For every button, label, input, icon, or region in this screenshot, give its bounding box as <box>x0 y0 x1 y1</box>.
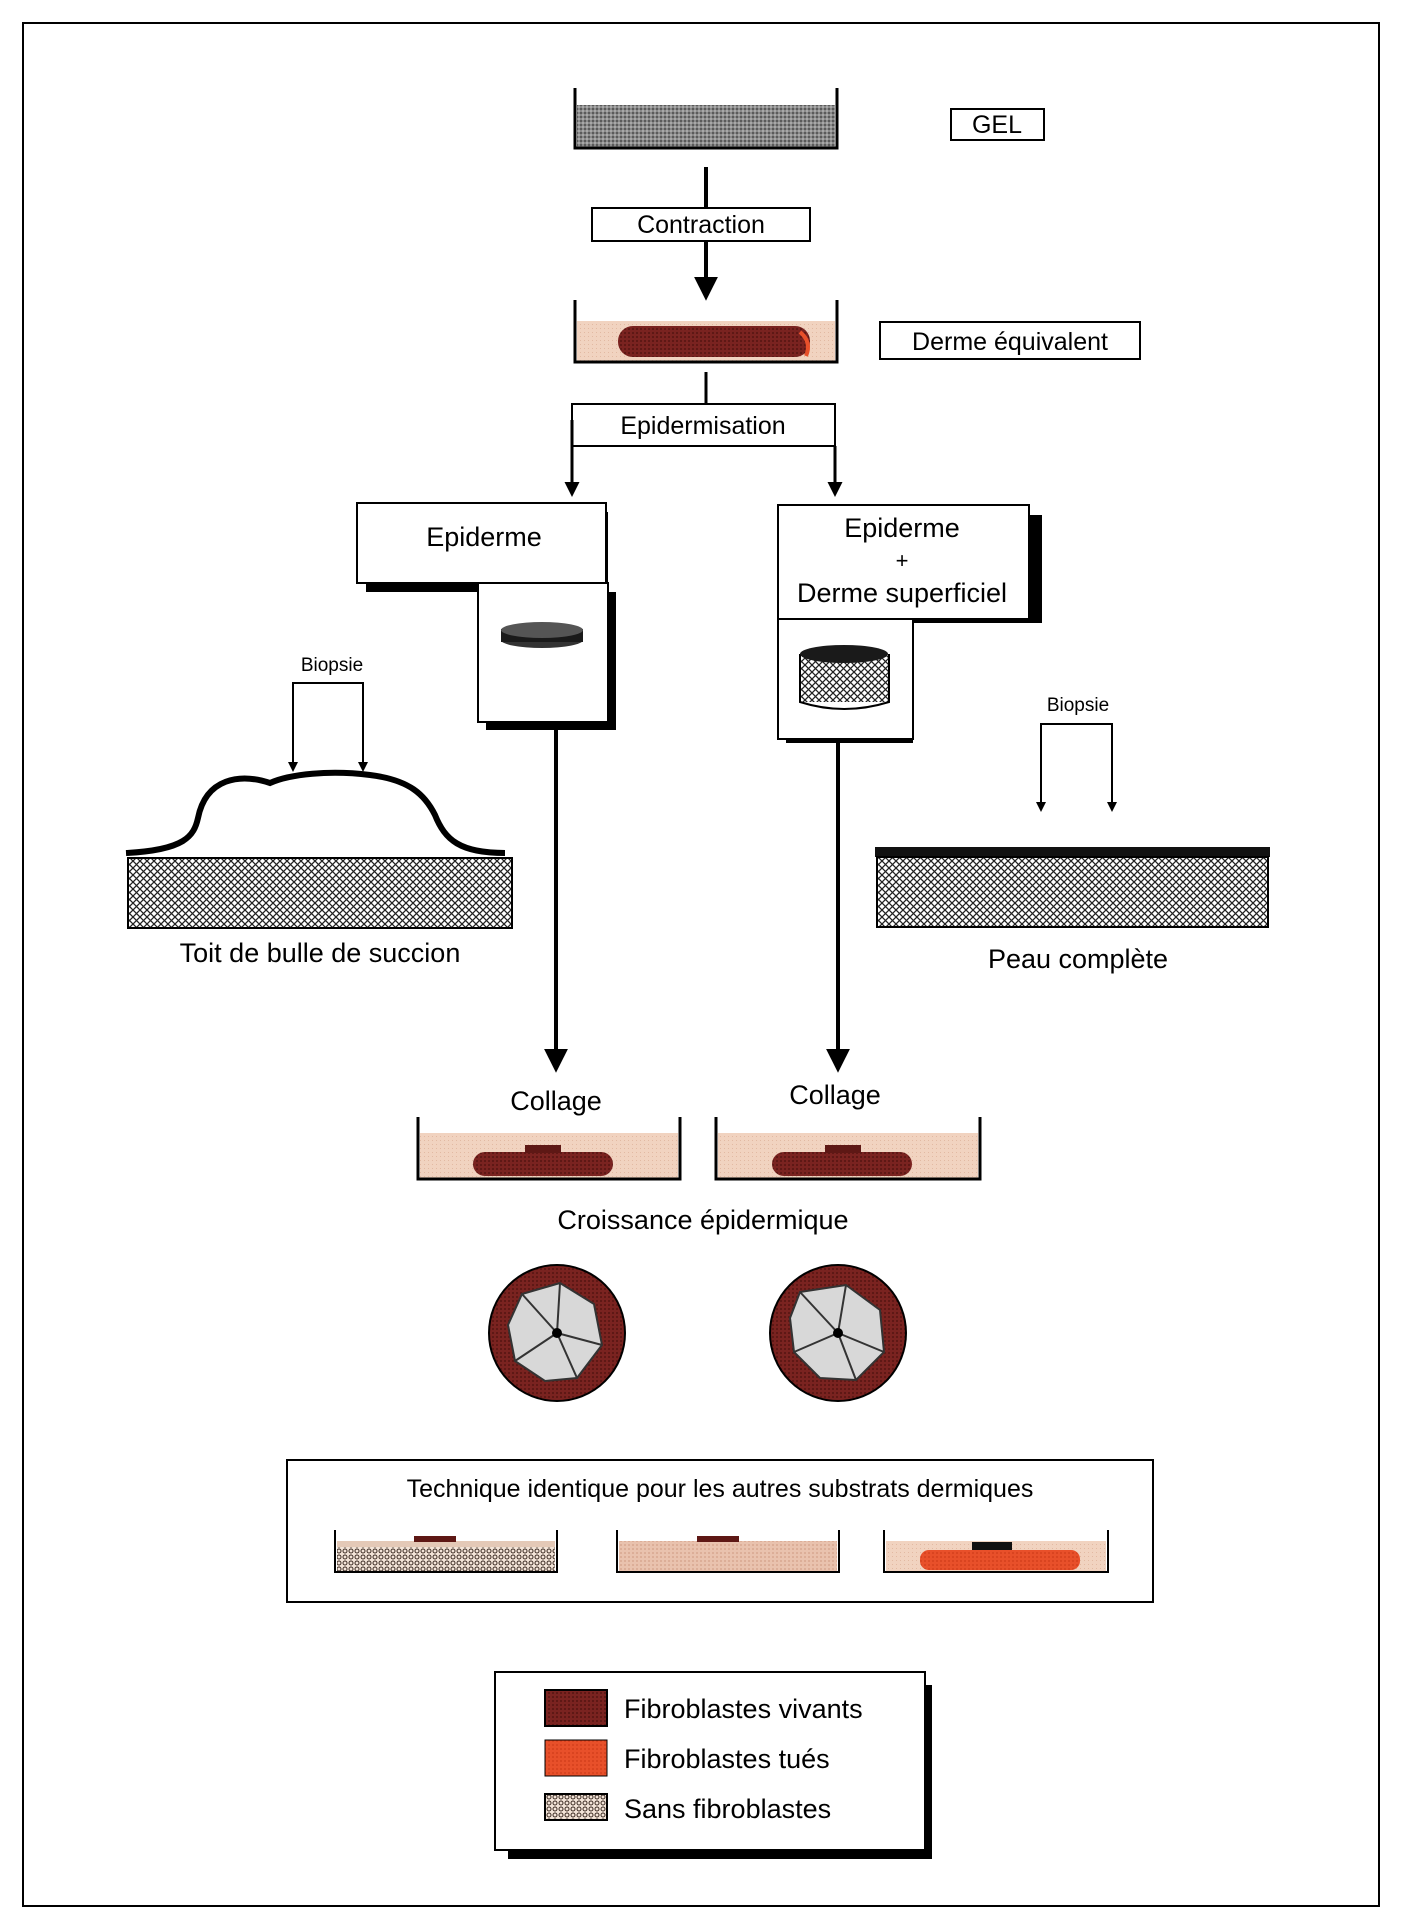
contraction-box <box>591 207 811 242</box>
epiderme-label: Epiderme <box>426 522 542 552</box>
biopsie-right-bracket <box>1040 723 1113 805</box>
legend-label-none: Sans fibroblastes <box>624 1794 831 1824</box>
technique-label: Technique identique pour les autres subs… <box>407 1475 1034 1503</box>
substrate-dish-none <box>334 1530 558 1573</box>
epiderme-derme-card <box>777 504 1042 743</box>
legend-swatch-live <box>544 1689 608 1727</box>
collage-right-label: Collage <box>789 1080 881 1110</box>
epiderme-plus-line2: Derme superficiel <box>797 578 1007 608</box>
derme-equivalent-label: Derme équivalent <box>912 328 1108 356</box>
derme-equivalent-box <box>879 321 1141 360</box>
croissance-label: Croissance épidermique <box>557 1205 848 1235</box>
collage-left-label: Collage <box>510 1086 602 1116</box>
epidermisation-box <box>571 403 836 447</box>
substrate-dish-medium <box>616 1530 840 1573</box>
epiderme-plus-line1: Epiderme <box>844 513 960 543</box>
suction-blister-dermis <box>127 857 513 929</box>
legend-label-killed: Fibroblastes tués <box>624 1744 830 1774</box>
gel-label: GEL <box>972 111 1022 139</box>
legend-swatch-killed <box>544 1739 608 1777</box>
biopsie-left-label: Biopsie <box>301 655 363 676</box>
full-skin-dermis <box>876 856 1269 928</box>
legend-label-live: Fibroblastes vivants <box>624 1694 863 1724</box>
epiderme-plus-sign: + <box>896 548 909 573</box>
epidermisation-label: Epidermisation <box>620 412 785 440</box>
gel-dish <box>573 88 839 150</box>
suction-blister-roof <box>125 769 506 856</box>
gel-label-box <box>950 108 1045 141</box>
outer-frame <box>22 22 1380 1907</box>
contraction-label: Contraction <box>637 211 765 239</box>
peau-label: Peau complète <box>988 944 1168 974</box>
legend-swatch-none <box>544 1793 608 1821</box>
derme-equivalent-dish <box>573 300 839 364</box>
substrate-dish-killed <box>883 1530 1109 1573</box>
biopsie-left-bracket <box>292 682 364 765</box>
toit-label: Toit de bulle de succion <box>180 938 461 968</box>
epiderme-card <box>356 502 616 730</box>
biopsie-right-label: Biopsie <box>1047 695 1109 716</box>
collage-dish-left <box>416 1117 682 1181</box>
growth-disc-left <box>488 1264 626 1402</box>
growth-disc-right <box>769 1264 907 1402</box>
technique-box <box>286 1459 1154 1603</box>
collage-dish-right <box>714 1117 982 1181</box>
full-skin-epidermis <box>875 847 1270 857</box>
